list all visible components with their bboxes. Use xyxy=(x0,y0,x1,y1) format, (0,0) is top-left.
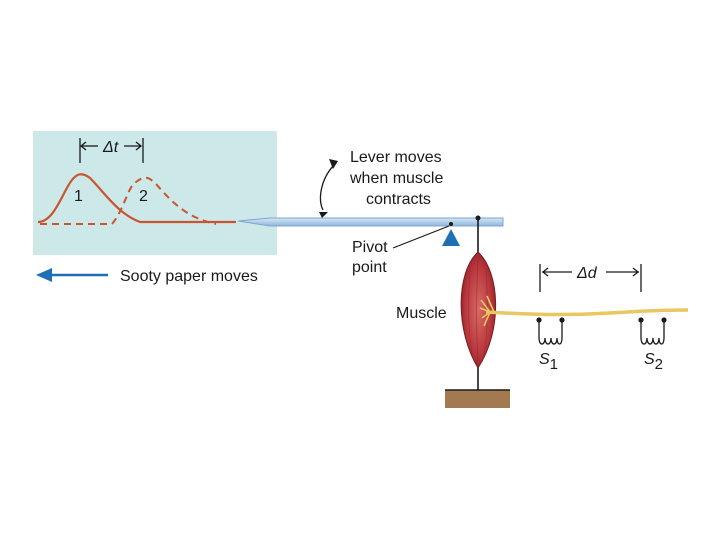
coil-electrode-icon xyxy=(640,321,665,345)
s2-label: S2 xyxy=(644,351,663,373)
s2-electrode-a xyxy=(638,317,644,323)
coil-electrode-icon xyxy=(538,321,563,345)
twitch-curve-1 xyxy=(37,173,236,224)
twitch-curve-2-dashed xyxy=(111,176,217,225)
curve-2-label: 2 xyxy=(139,188,148,205)
muscle xyxy=(460,251,497,369)
delta-t-label: Δt xyxy=(102,139,119,156)
sooty-paper-label: Sooty paper moves xyxy=(120,268,258,285)
arrow-left-icon xyxy=(36,268,108,282)
delta-d-bracket xyxy=(539,264,642,292)
delta-d-label: Δd xyxy=(576,265,598,282)
s1-electrode-a xyxy=(536,317,542,323)
lever-label-line2: when muscle xyxy=(349,170,443,187)
s2-subscript: 2 xyxy=(655,356,663,373)
nerve-branches xyxy=(479,295,495,327)
lever-arm xyxy=(237,217,504,227)
pivot-dot xyxy=(449,222,453,226)
triangle-icon xyxy=(442,229,460,246)
pivot-label-line1: Pivot xyxy=(352,239,388,256)
sooty-paper-panel xyxy=(33,131,277,255)
lever-label-line1: Lever moves xyxy=(350,149,442,166)
delta-t-bracket xyxy=(79,138,144,163)
pivot-label-line2: point xyxy=(352,259,387,276)
lever-attach-dot xyxy=(475,215,481,221)
s2-electrode-b xyxy=(661,317,667,323)
s1-electrode-b xyxy=(559,317,565,323)
s1-subscript: 1 xyxy=(550,356,558,373)
muscle-label: Muscle xyxy=(396,305,447,322)
nerve xyxy=(485,308,689,317)
curve-1-label: 1 xyxy=(74,188,83,205)
s1-label: S1 xyxy=(539,351,558,373)
pivot-leader xyxy=(392,225,450,249)
lever-label-line3: contracts xyxy=(366,191,431,208)
double-curved-arrow-icon xyxy=(319,159,338,218)
base-block xyxy=(445,390,510,408)
